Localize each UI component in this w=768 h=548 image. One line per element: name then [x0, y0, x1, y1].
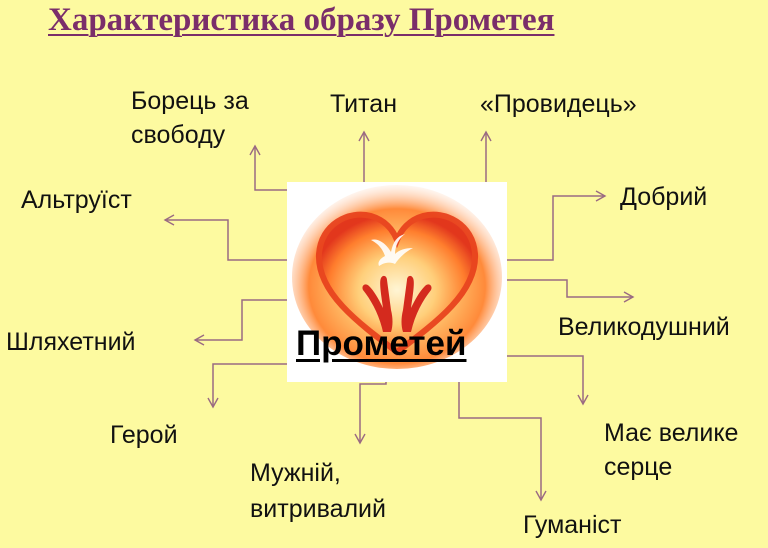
right-hand-icon — [401, 275, 432, 332]
trait-fighter-line2: свободу — [131, 121, 226, 149]
trait-hero: Герой — [110, 421, 178, 449]
arrow-generous — [507, 279, 635, 303]
arrow-noble — [193, 299, 287, 346]
arrow-kind — [507, 190, 607, 261]
arrow-brave — [354, 382, 387, 445]
trait-brave-line1: Мужній, — [250, 459, 341, 487]
trait-kind: Добрий — [620, 183, 708, 211]
heart-hands-dove-image — [292, 185, 502, 369]
arrow-humanist — [458, 382, 547, 502]
trait-big-heart-line2: серце — [604, 453, 673, 481]
arrow-altruist — [163, 214, 287, 261]
left-hand-icon — [362, 275, 393, 332]
trait-big-heart-line1: Має велике — [604, 419, 739, 447]
dove-icon — [371, 234, 413, 266]
center-image-card — [287, 182, 507, 382]
trait-seer: «Провидець» — [480, 90, 637, 118]
trait-brave-line2: витривалий — [250, 495, 386, 523]
arrow-fighter — [249, 144, 287, 191]
trait-altruist: Альтруїст — [21, 186, 132, 214]
diagram-title: Характеристика образу Прометея — [48, 2, 555, 38]
trait-fighter-line1: Борець за — [131, 87, 249, 115]
trait-generous: Великодушний — [558, 313, 730, 341]
trait-humanist: Гуманіст — [523, 511, 622, 539]
center-label-prometheus: Прометей — [296, 324, 467, 363]
trait-noble: Шляхетний — [6, 328, 136, 356]
trait-titan: Титан — [330, 90, 398, 118]
arrow-hero — [207, 363, 287, 409]
arrow-big-heart — [507, 355, 589, 406]
